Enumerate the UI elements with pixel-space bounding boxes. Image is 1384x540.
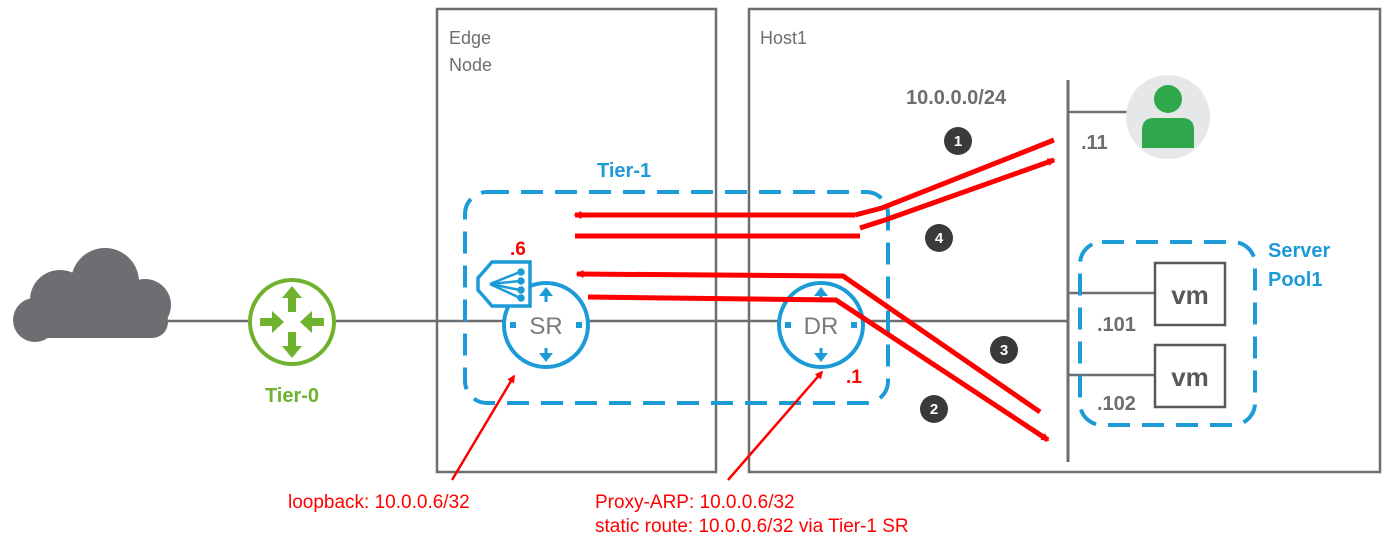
step-badge-3: 3 (990, 336, 1018, 364)
edge-node-label: Edge Node (449, 28, 496, 75)
tier1-label: Tier-1 (597, 160, 651, 182)
tier0-router-icon (248, 278, 336, 366)
flow-arrow-1 (859, 157, 1056, 231)
dr-label: DR (804, 313, 839, 340)
loopback-annotation: loopback: 10.0.0.6/32 (288, 492, 470, 513)
step-badge-4: 4 (925, 224, 953, 252)
step-badge-2: 2 (920, 395, 948, 423)
dr-ip-label: .1 (846, 367, 862, 388)
edge-node-label-line2: Node (449, 55, 492, 75)
edge-node-box (435, 7, 718, 474)
client-ip-label: .11 (1081, 132, 1108, 154)
user-icon (1126, 75, 1210, 159)
load-balancer-icon (476, 260, 532, 308)
vm1-ip-label: .101 (1097, 314, 1136, 336)
tier1-box (463, 190, 890, 405)
vm1-label: vm (1171, 280, 1209, 310)
step-badge-1: 1 (944, 127, 972, 155)
sr-label: SR (529, 313, 562, 340)
server-pool-label: Server Pool1 (1268, 240, 1336, 291)
loopback-pointer (450, 374, 516, 481)
edge-node-label-line1: Edge (449, 28, 491, 48)
subnet-label: 10.0.0.0/24 (906, 87, 1007, 109)
host1-label: Host1 (760, 28, 807, 48)
step-number-2: 2 (930, 401, 938, 418)
server-pool-label-line2: Pool1 (1268, 269, 1322, 291)
vm2-label: vm (1171, 362, 1209, 392)
flow-arrow-2 (587, 294, 1050, 443)
vm2-box (1153, 343, 1227, 409)
server-pool-label-line1: Server (1268, 240, 1330, 262)
static-route-annotation: static route: 10.0.0.6/32 via Tier-1 SR (595, 516, 909, 537)
step-number-4: 4 (935, 230, 944, 247)
tier0-label: Tier-0 (265, 385, 319, 407)
flow-arrow-3 (575, 270, 1042, 415)
cloud-icon (13, 248, 171, 342)
vm1-box (1153, 261, 1227, 327)
proxy-arp-annotation: Proxy-ARP: 10.0.0.6/32 (595, 492, 795, 513)
proxy-arp-pointer (727, 370, 824, 481)
vm2-ip-label: .102 (1097, 393, 1136, 415)
step-number-1: 1 (954, 133, 962, 150)
flow-arrow-1b (854, 137, 1055, 218)
sr-ip-label: .6 (510, 239, 526, 260)
host1-box (747, 7, 1382, 474)
step-number-3: 3 (1000, 342, 1008, 359)
